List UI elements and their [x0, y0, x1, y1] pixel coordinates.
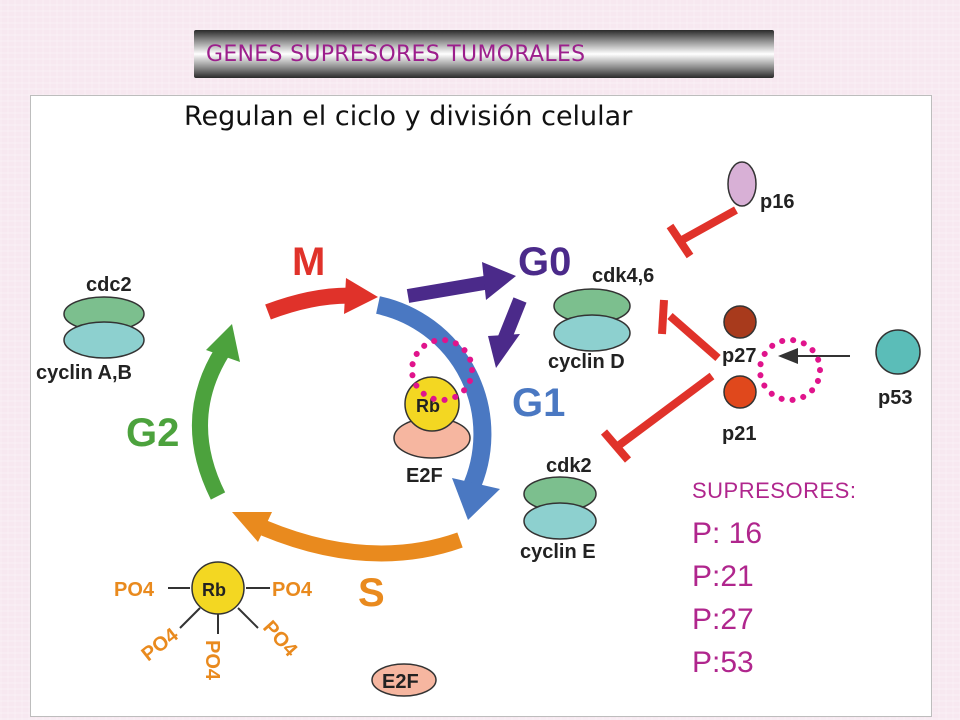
phase-g1: G1 — [512, 381, 565, 425]
cyclin-ab-protein — [63, 321, 145, 359]
g1-arc — [376, 296, 492, 494]
cyclin-d-label: cyclin D — [548, 351, 625, 373]
p53-label: p53 — [878, 387, 912, 409]
po4-lowright: PO4 — [258, 617, 302, 662]
p27-protein — [723, 305, 757, 339]
rb-protein — [404, 376, 460, 432]
g0-in-arrowhead — [488, 334, 520, 368]
suppressors-list: SUPRESORES: P: 16 P:21 P:27 P:53 — [692, 478, 856, 684]
cyclin-e-protein — [523, 502, 597, 540]
p16-inhibition — [680, 206, 738, 244]
phase-g0: G0 — [518, 240, 571, 284]
cyclin-ab-label: cyclin A,B — [36, 362, 132, 384]
suppressor-item: P:53 — [692, 646, 754, 679]
po4-left: PO4 — [114, 579, 155, 601]
phase-g2: G2 — [126, 411, 179, 455]
dotted-circle-p27-p21 — [757, 337, 823, 403]
s-arrowhead — [232, 512, 272, 542]
suppressor-item: P:27 — [692, 603, 754, 636]
cdc2-label: cdc2 — [86, 274, 132, 296]
cdk2-label: cdk2 — [546, 455, 592, 477]
phase-m: M — [292, 240, 325, 284]
po4-bond-lowleft — [179, 607, 201, 629]
g0-out-arrowhead — [482, 262, 516, 300]
g1-arrowhead — [452, 478, 500, 520]
slide-title: GENES SUPRESORES TUMORALES — [206, 42, 586, 67]
po4-bond-lowright — [237, 607, 259, 629]
p27-cdk46-bar — [658, 299, 668, 335]
rb-phos-protein — [191, 561, 245, 615]
cyclin-d-protein — [553, 314, 631, 352]
p21-protein — [723, 375, 757, 409]
g0-in-arrow — [497, 297, 527, 343]
rb-phos-label: Rb — [202, 580, 226, 600]
e2f-free-protein — [371, 663, 437, 697]
m-arrowhead — [344, 278, 378, 314]
g2-arrowhead — [206, 324, 240, 362]
title-bar: GENES SUPRESORES TUMORALES — [194, 30, 774, 78]
suppressor-item: P:21 — [692, 560, 754, 593]
p16-inhibition-bar — [666, 223, 694, 259]
po4-right: PO4 — [272, 579, 313, 601]
g2-arc — [191, 347, 229, 500]
p21-cdk2-bar — [600, 429, 632, 463]
p27-label: p27 — [722, 345, 756, 367]
e2f-label: E2F — [406, 465, 443, 487]
suppressors-heading: SUPRESORES: — [692, 478, 857, 503]
po4-down: PO4 — [201, 640, 223, 681]
p21-label: p21 — [722, 423, 756, 445]
g0-out-arrow — [406, 275, 492, 303]
p27-cdk46-inhibition — [667, 312, 721, 362]
p53-arrowhead — [778, 348, 798, 364]
p16-protein — [727, 161, 757, 207]
slide-subtitle: Regulan el ciclo y división celular — [184, 101, 633, 132]
cdk46-label: cdk4,6 — [592, 265, 654, 287]
p21-cdk2-inhibition — [615, 372, 715, 450]
dotted-circle-rb — [409, 337, 475, 403]
phase-s: S — [358, 571, 385, 615]
cyclin-e-label: cyclin E — [520, 541, 596, 563]
p53-protein — [875, 329, 921, 375]
suppressor-item: P: 16 — [692, 517, 763, 550]
s-arc — [260, 520, 463, 562]
po4-lowleft: PO4 — [138, 623, 184, 666]
p16-label: p16 — [760, 191, 794, 213]
e2f-free-label: E2F — [382, 671, 419, 693]
